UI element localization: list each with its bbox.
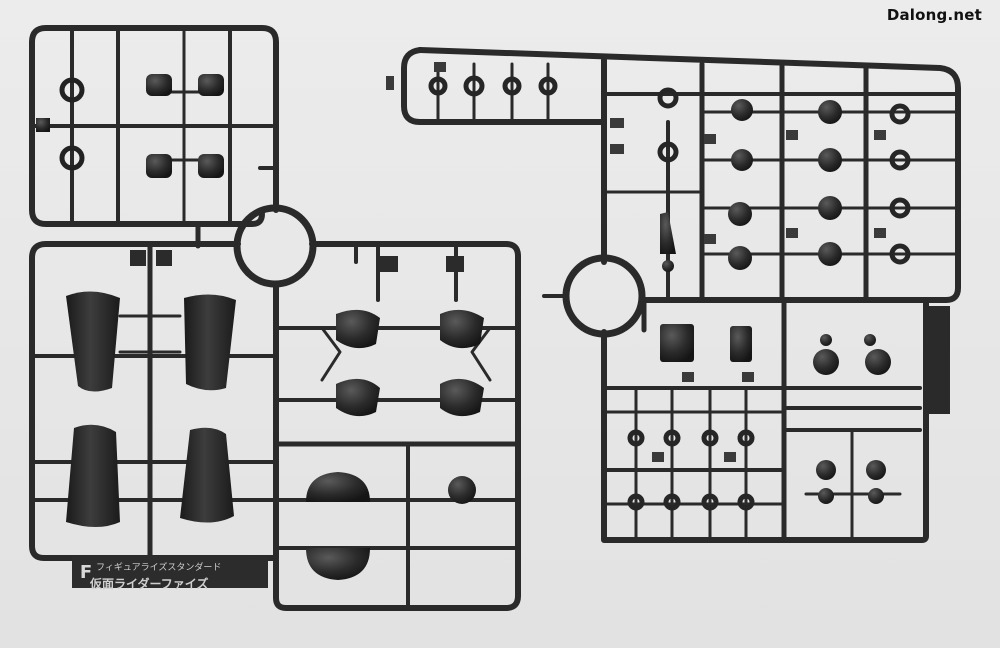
watermark: Dalong.net: [886, 6, 982, 24]
runner-ring-right: [562, 254, 646, 338]
runner-top-left: [29, 25, 279, 227]
runner-label-line-2: 仮面ライダーファイズ: [90, 577, 209, 591]
runner-letter-f: F: [79, 562, 93, 583]
parts-right: [386, 62, 950, 511]
runner-bottom-left: [29, 241, 521, 611]
runner-ring-left: [233, 204, 317, 288]
runner-label-line-1: フィギュアライズスタンダード: [96, 563, 222, 573]
parts-bottom-left: [66, 250, 484, 588]
parts-top-left: [36, 74, 224, 178]
